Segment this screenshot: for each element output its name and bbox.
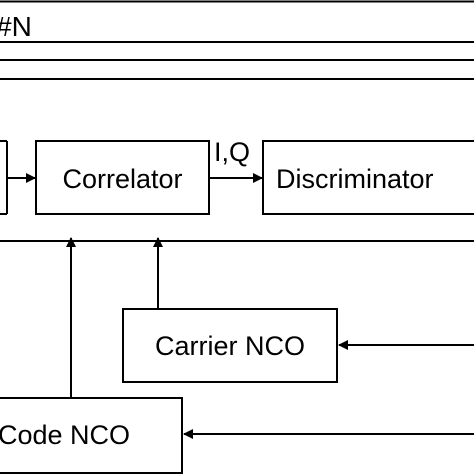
discriminator-label: Discriminator	[276, 164, 434, 194]
discriminator-block	[262, 140, 474, 215]
correlator-label: Correlator	[62, 164, 182, 194]
code-nco-block	[0, 397, 183, 474]
carrier-nco-label: Carrier NCO	[155, 331, 305, 361]
code-nco-label: Code NCO	[0, 420, 130, 450]
correlator-block	[35, 140, 210, 215]
channel-label: #N	[0, 11, 32, 42]
iq-label: I,Q	[214, 137, 250, 167]
carrier-nco-block	[122, 308, 338, 383]
